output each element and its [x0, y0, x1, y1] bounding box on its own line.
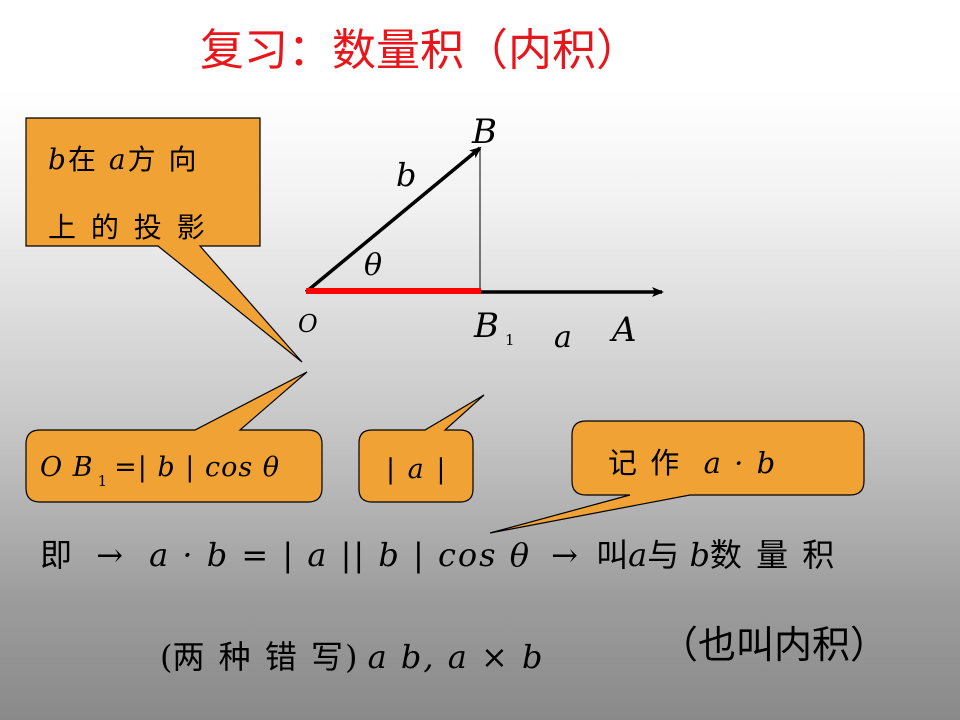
- callout-abs-a-shape: [358, 394, 485, 503]
- label-theta: θ: [364, 248, 383, 283]
- label-point-B: B: [472, 112, 497, 152]
- formula-row: 即 → a · b = | a || b | cos θ → 叫a与 b数 量 …: [40, 536, 837, 574]
- label-vector-a: a: [554, 320, 572, 355]
- also-called-note: （也叫内积）: [660, 623, 889, 667]
- label-point-O: O: [298, 310, 318, 338]
- vector-b: [304, 146, 482, 294]
- callout-notation-text: 记 作 a · b: [608, 446, 778, 480]
- callout-notation-shape: [489, 420, 865, 534]
- callout-abs-a-text: | a |: [386, 454, 448, 485]
- callout-ob1-shape: [25, 371, 323, 503]
- page-title: 复习：数量积（内积）: [200, 25, 640, 76]
- wrong-forms-row: (两 种 错 写) a b, a × b: [160, 638, 545, 676]
- label-vector-b: b: [396, 156, 417, 194]
- callout-projection-shape: [25, 117, 303, 363]
- callout-projection-line2: 上 的 投 影: [48, 211, 208, 244]
- label-point-A: A: [612, 310, 637, 350]
- callout-projection-line1: b在 a方 向: [48, 143, 199, 176]
